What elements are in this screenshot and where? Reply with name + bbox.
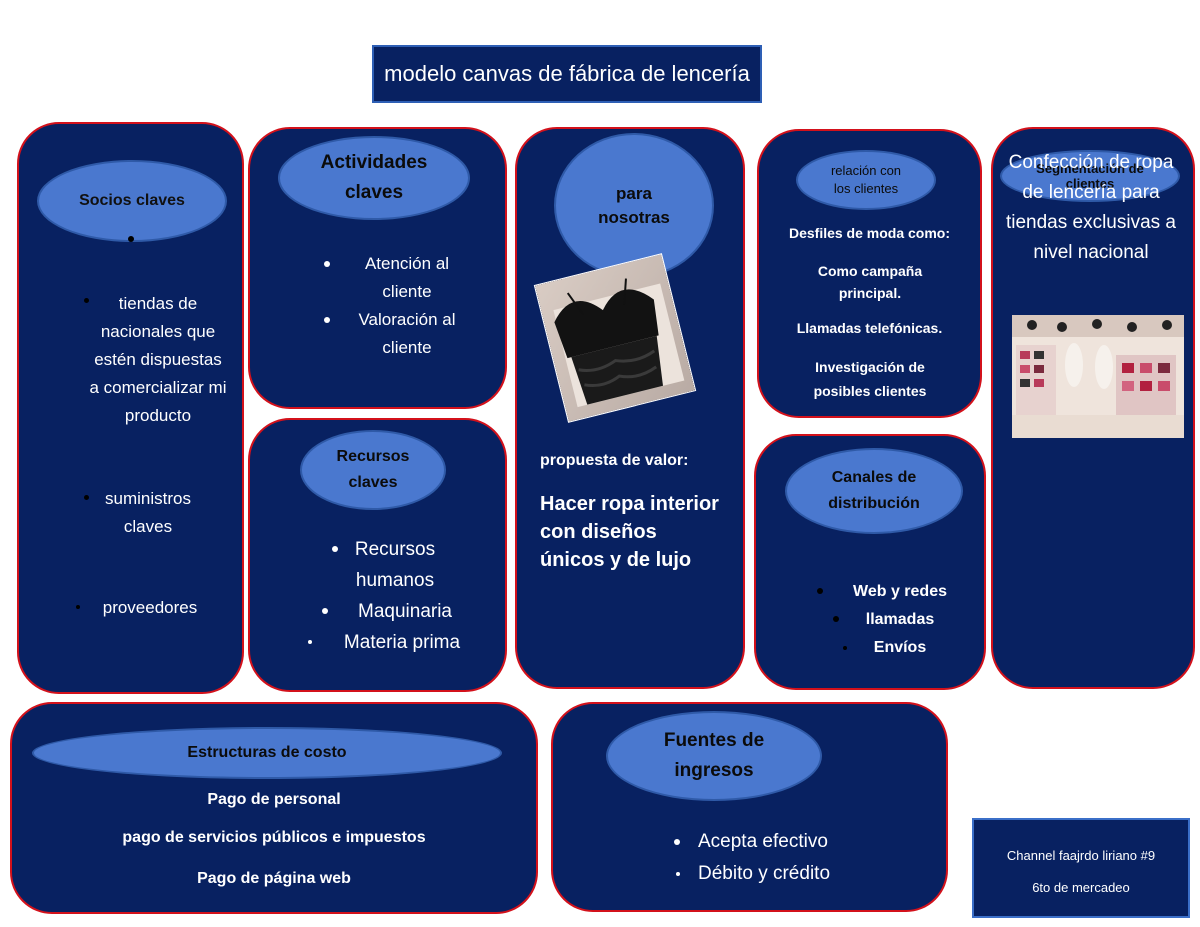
segmentacion-oval: Segmentación de clientes (1000, 150, 1180, 202)
actividades-item: Valoración al cliente (320, 306, 470, 362)
author-name: Channel faajrdo liriano #9 (1006, 848, 1156, 863)
canales-item: Envíos (805, 634, 965, 662)
propuesta-oval-label: para nosotras (598, 183, 670, 227)
socios-item-1-text: tiendas de nacionales que estén dispuest… (89, 294, 227, 425)
costo-label: Estructuras de costo (187, 744, 347, 761)
costo-line-1: Pago de personal (207, 791, 341, 808)
relacion-line-4: Investigación de posibles clientes (813, 359, 927, 399)
store-graphic (1012, 315, 1184, 438)
canales-item-2-text: llamadas (865, 611, 935, 628)
ingresos-item-2-text: Débito y crédito (698, 863, 831, 884)
actividades-item: Atención al cliente (320, 250, 470, 306)
segmentacion-label: Segmentación de clientes (1036, 161, 1144, 191)
recursos-list: Recursos humanos Maquinaria Materia prim… (300, 534, 480, 658)
canales-item-1-text: Web y redes (853, 583, 947, 600)
canales-list: Web y redes llamadas Envíos (805, 578, 965, 662)
socios-item-2-text: suministros claves (105, 489, 191, 536)
canales-label: Canales de distribución (828, 469, 920, 512)
relacion-line-3: Llamadas telefónicas. (796, 320, 943, 336)
canales-item: Web y redes (805, 578, 965, 606)
recursos-item: Materia prima (300, 627, 480, 658)
relacion-line-2: Como campaña principal. (817, 263, 923, 301)
recursos-claves-label: Recursos claves (336, 448, 410, 491)
author-course: 6to de mercadeo (1032, 880, 1130, 895)
bullet-dot (84, 495, 89, 500)
bullet-dot (76, 605, 80, 609)
recursos-item-3-text: Materia prima (343, 632, 461, 653)
actividades-item-1-text: Atención al cliente (364, 254, 450, 301)
socios-empty-bullet (128, 236, 134, 242)
actividades-list: Atención al cliente Valoración al client… (320, 250, 470, 362)
socios-item-1: tiendas de nacionales que estén dispuest… (84, 290, 228, 430)
recursos-claves-oval: Recursos claves (300, 430, 446, 510)
propuesta-heading: propuesta de valor: (540, 452, 689, 469)
socios-claves-oval: Socios claves (37, 160, 227, 242)
lingerie-graphic (553, 278, 685, 408)
propuesta-body: Hacer ropa interior con diseños únicos y… (540, 493, 719, 571)
propuesta-oval: para nosotras (554, 133, 714, 278)
relacion-line-1: Desfiles de moda como: (788, 225, 951, 241)
recursos-item: Recursos humanos (300, 534, 480, 596)
costo-oval: Estructuras de costo (32, 727, 502, 779)
socios-item-3: proveedores (70, 596, 230, 620)
ingresos-label: Fuentes de ingresos (663, 730, 765, 781)
socios-item-3-text: proveedores (102, 598, 198, 617)
segmentacion-body: Confección de ropa de lencería para tien… (1005, 152, 1177, 263)
socios-item-2: suministros claves (84, 485, 208, 541)
actividades-claves-label: Actividades claves (320, 152, 428, 203)
ingresos-item: Acepta efectivo (670, 826, 890, 858)
costo-line-3: Pago de página web (197, 870, 351, 887)
canvas-title: modelo canvas de fábrica de lencería (384, 61, 750, 86)
actividades-claves-oval: Actividades claves (278, 136, 470, 220)
ingresos-item: Débito y crédito (670, 858, 890, 890)
recursos-item-1-text: Recursos humanos (354, 539, 436, 591)
recursos-item: Maquinaria (300, 596, 480, 627)
recursos-item-2-text: Maquinaria (358, 601, 452, 622)
canales-item: llamadas (805, 606, 965, 634)
costo-line-2: pago de servicios públicos e impuestos (122, 829, 426, 846)
ingresos-list: Acepta efectivo Débito y crédito (670, 826, 890, 890)
relacion-label: relación con los clientes (830, 163, 902, 196)
store-photo (1012, 315, 1184, 438)
relacion-oval: relación con los clientes (796, 150, 936, 210)
ingresos-item-1-text: Acepta efectivo (698, 831, 828, 852)
ingresos-oval: Fuentes de ingresos (606, 711, 822, 801)
canvas-title-box: modelo canvas de fábrica de lencería (372, 45, 762, 103)
lingerie-photo (534, 254, 696, 422)
socios-claves-label: Socios claves (79, 192, 185, 209)
bullet-dot (84, 298, 89, 303)
actividades-item-2-text: Valoración al cliente (358, 310, 456, 357)
canales-oval: Canales de distribución (785, 448, 963, 534)
canales-item-3-text: Envíos (873, 639, 927, 656)
author-box: Channel faajrdo liriano #9 6to de mercad… (972, 818, 1190, 918)
